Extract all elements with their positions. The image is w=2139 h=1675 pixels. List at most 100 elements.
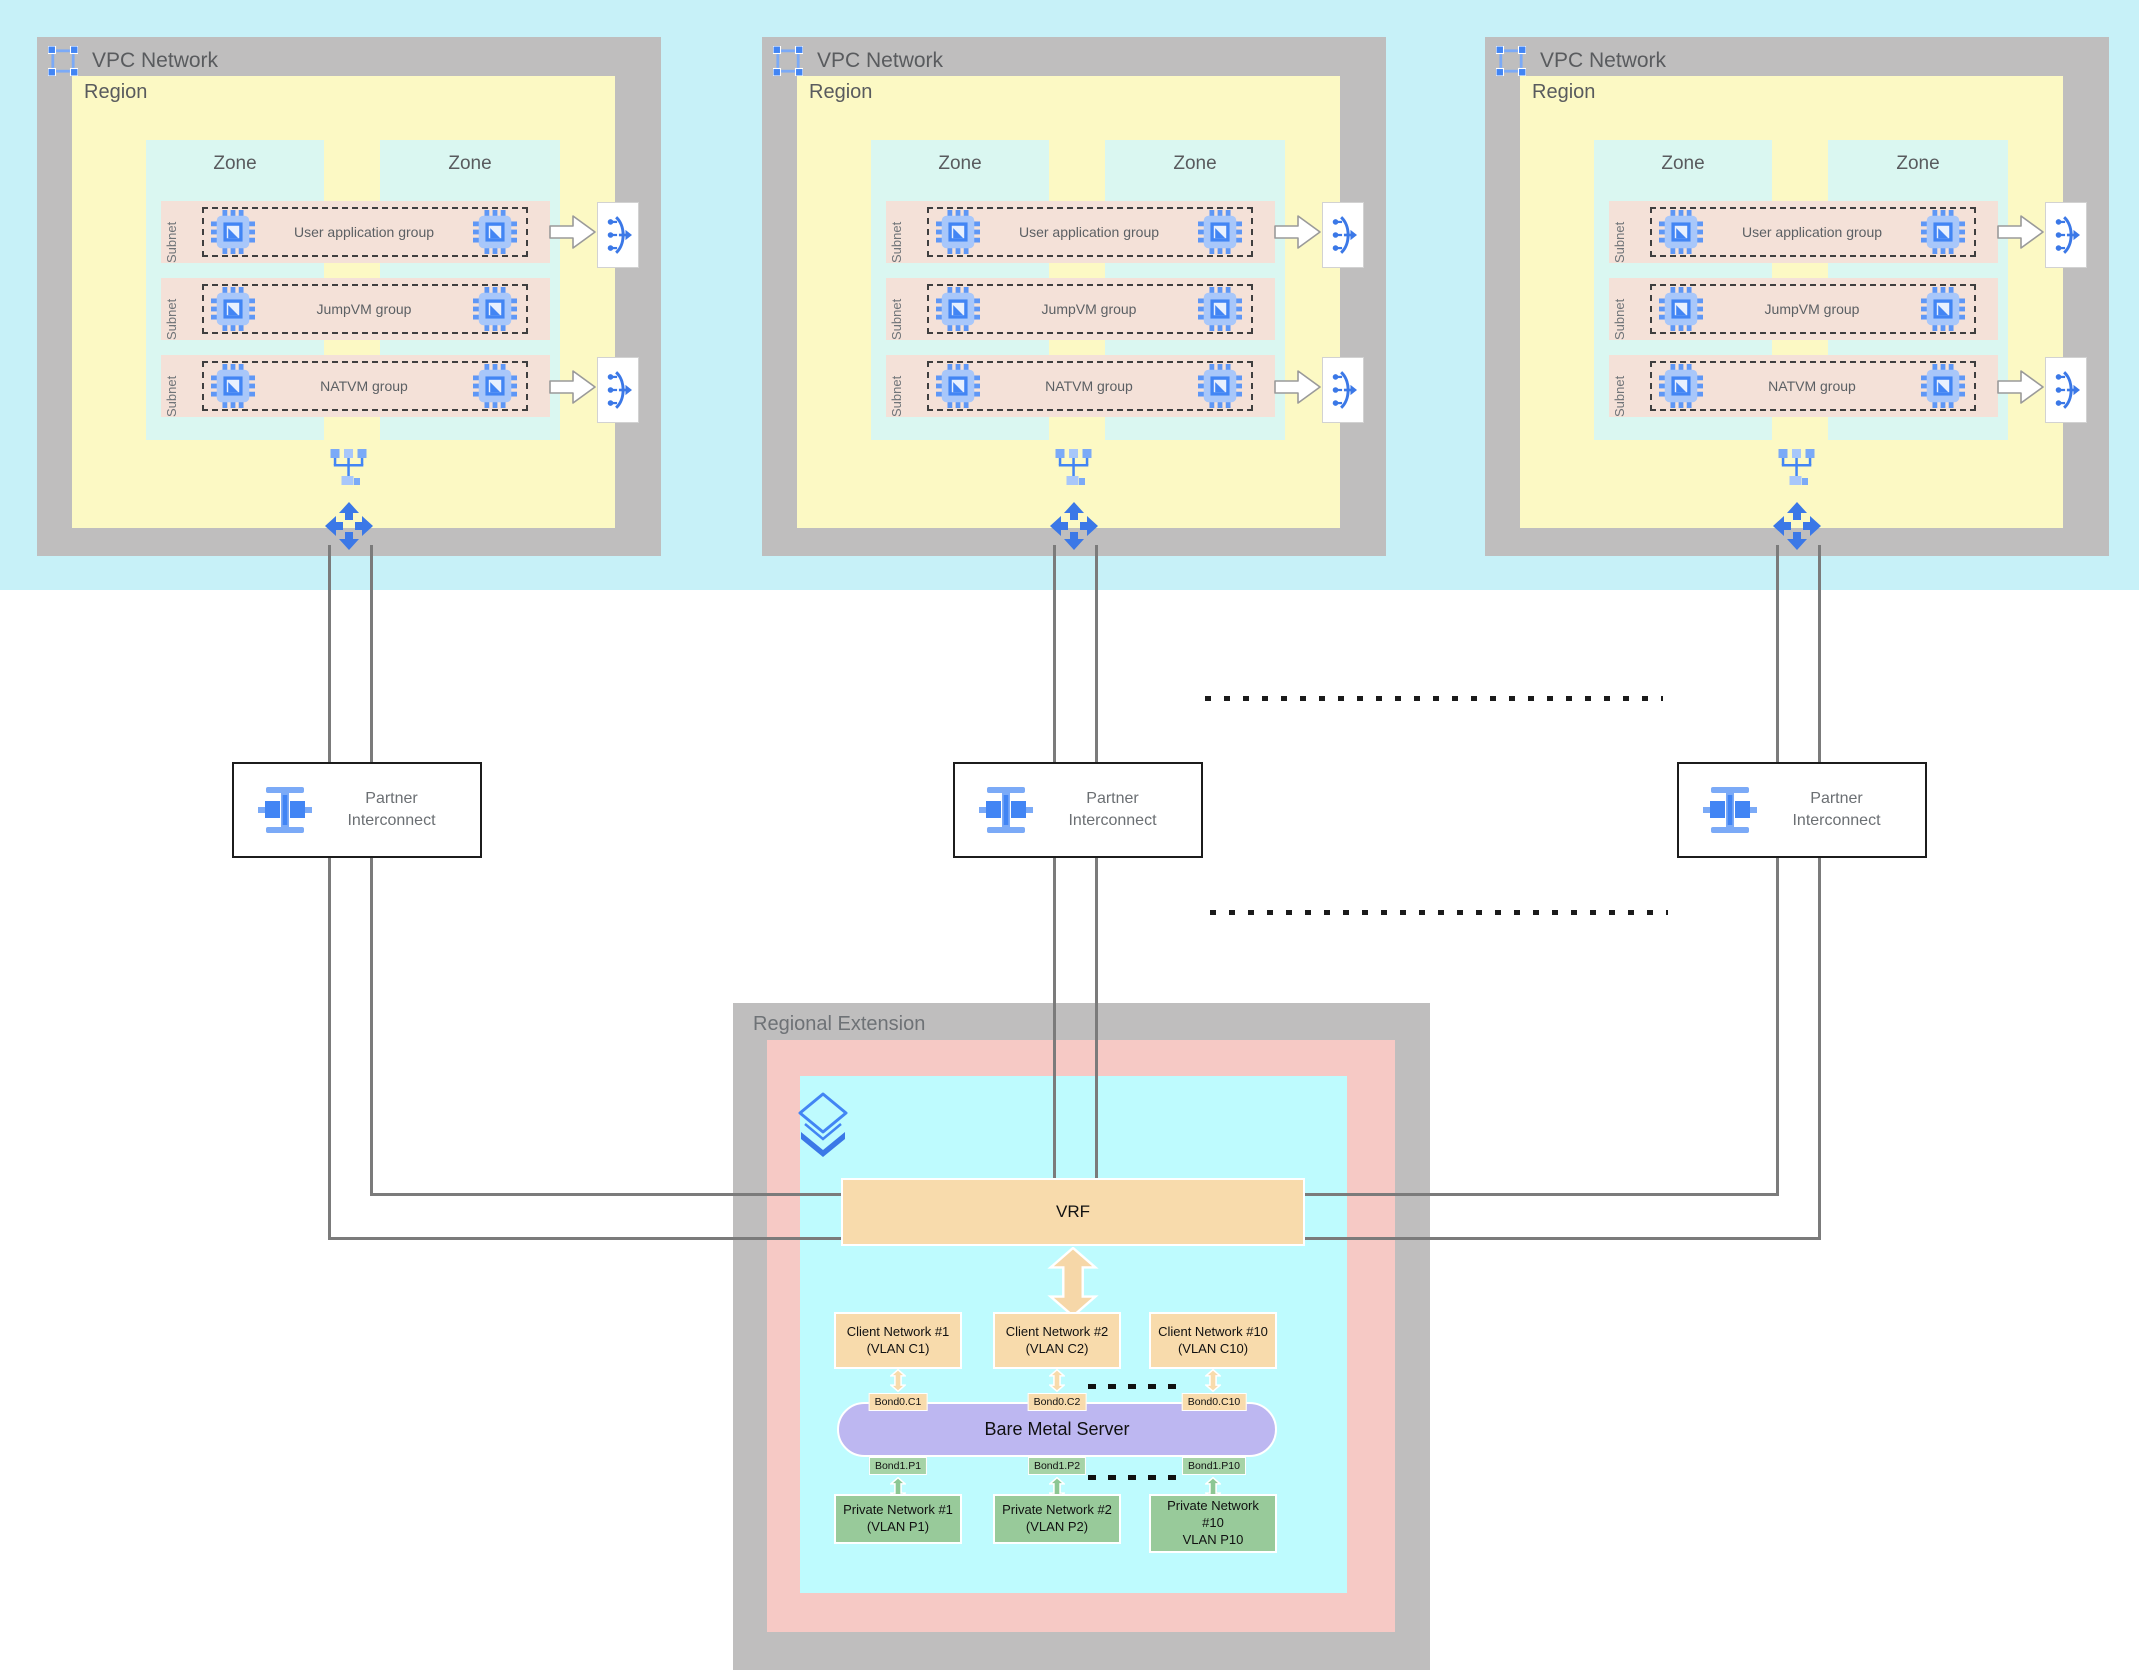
cloud-router-icon	[1778, 449, 1815, 491]
vm-instance-icon	[936, 364, 980, 408]
arrow-right-icon	[1274, 214, 1322, 250]
client-network-line2: (VLAN C10)	[1177, 1340, 1249, 1356]
bond-double-arrow-icon	[1205, 1368, 1221, 1393]
partner-interconnect-icon	[978, 787, 1034, 833]
zone-title: Zone	[1661, 153, 1705, 174]
load-balancer-box	[1322, 357, 1364, 423]
connector-line	[1776, 545, 1779, 762]
partner-interconnect-box-1: Partner Interconnect	[232, 762, 482, 858]
subnet-label: Subnet	[1612, 298, 1627, 340]
layers-icon	[798, 1092, 848, 1158]
vm-instance-icon	[473, 210, 517, 254]
subnet-row-user-app: Subnet User application group	[886, 201, 1275, 263]
subnet-label: Subnet	[164, 221, 179, 263]
client-network-1: Client Network #1 (VLAN C1)	[834, 1312, 962, 1369]
cloud-router-icon	[1055, 449, 1092, 491]
load-balancer-icon	[604, 213, 632, 257]
vrf-double-arrow-icon	[1047, 1247, 1099, 1317]
region-title: Region	[1532, 81, 1596, 103]
arrow-right-icon	[1997, 369, 2045, 405]
arrow-right-icon	[549, 369, 597, 405]
cloud-router-icon	[330, 449, 367, 491]
vm-instance-icon	[473, 287, 517, 331]
connector-line	[370, 1193, 841, 1196]
private-network-1: Private Network #1 (VLAN P1)	[834, 1494, 962, 1544]
partner-interconnect-label: Partner Interconnect	[1758, 788, 1925, 831]
vm-instance-icon	[473, 364, 517, 408]
subnet-row-user-app: Subnet User application group	[161, 201, 550, 263]
vpc-network-icon	[773, 46, 803, 76]
private-network-line2: (VLAN P1)	[866, 1519, 930, 1534]
instance-group-box: JumpVM group	[202, 284, 528, 334]
instance-group-label: NATVM group	[1045, 378, 1133, 394]
vpc-network-block-2: VPC Network Region Zone Zone Subnet User…	[762, 37, 1386, 556]
private-network-10: Private Network #10 VLAN P10	[1149, 1494, 1277, 1553]
load-balancer-icon	[2052, 213, 2080, 257]
subnet-label: Subnet	[1612, 221, 1627, 263]
vm-instance-icon	[1659, 364, 1703, 408]
bond1-tag-2: Bond1.P2	[1027, 1457, 1087, 1475]
connector-line	[328, 858, 331, 1240]
arrow-right-icon	[549, 214, 597, 250]
connector-line	[1053, 858, 1056, 1180]
partner-interconnect-label: Partner Interconnect	[313, 788, 480, 831]
vpc-network-title: VPC Network	[1540, 49, 1667, 72]
subnet-row-jumpvm: Subnet JumpVM group	[1609, 278, 1998, 340]
vm-instance-icon	[1921, 210, 1965, 254]
instance-group-box: User application group	[1650, 207, 1976, 257]
dotted-separator	[1205, 696, 1663, 701]
zone-title: Zone	[448, 153, 492, 174]
load-balancer-icon	[2052, 368, 2080, 412]
partner-interconnect-icon	[257, 787, 313, 833]
vrf-label: VRF	[1056, 1202, 1090, 1221]
connector-line	[1095, 545, 1098, 762]
vm-instance-icon	[211, 210, 255, 254]
dotted-separator	[1210, 910, 1668, 915]
load-balancer-icon	[604, 368, 632, 412]
instance-group-label: User application group	[1741, 224, 1883, 240]
connector-line	[1053, 545, 1056, 762]
client-network-line1: Client Network #2	[1005, 1323, 1109, 1339]
instance-group-box: NATVM group	[1650, 361, 1976, 411]
subnet-row-natvm: Subnet NATVM group	[1609, 355, 1998, 417]
vm-instance-icon	[1198, 287, 1242, 331]
vm-instance-icon	[1921, 364, 1965, 408]
vm-instance-icon	[211, 364, 255, 408]
subnet-row-jumpvm: Subnet JumpVM group	[886, 278, 1275, 340]
subnet-label: Subnet	[1612, 375, 1627, 417]
subnet-row-natvm: Subnet NATVM group	[161, 355, 550, 417]
load-balancer-box	[2045, 202, 2087, 268]
instance-group-label: JumpVM group	[1041, 301, 1137, 317]
bond1-tag-10: Bond1.P10	[1182, 1457, 1246, 1475]
bond0-tag-1: Bond0.C1	[868, 1393, 928, 1411]
vm-instance-icon	[1659, 287, 1703, 331]
pi-label-line2: Interconnect	[347, 812, 436, 829]
partner-interconnect-label: Partner Interconnect	[1034, 788, 1201, 831]
client-network-line2: (VLAN C1)	[866, 1340, 930, 1356]
vpc-header: VPC Network	[1496, 46, 1666, 76]
region-title: Region	[84, 81, 148, 103]
bond0-tag-2: Bond0.C2	[1027, 1393, 1087, 1411]
subnet-row-user-app: Subnet User application group	[1609, 201, 1998, 263]
arrow-right-icon	[1997, 214, 2045, 250]
connector-line	[1818, 545, 1821, 762]
bond-double-arrow-icon	[1049, 1368, 1065, 1393]
private-network-line1: Private Network #2	[1002, 1502, 1112, 1518]
network-routes-icon	[1772, 501, 1822, 551]
arrow-right-icon	[1274, 369, 1322, 405]
client-network-line2: (VLAN C2)	[1025, 1340, 1089, 1356]
load-balancer-box	[1322, 202, 1364, 268]
connector-line	[1818, 858, 1821, 1240]
client-network-line1: Client Network #10	[1158, 1323, 1268, 1339]
subnet-label: Subnet	[889, 221, 904, 263]
vpc-network-block-1: VPC Network Region Zone Zone Subnet User…	[37, 37, 661, 556]
vpc-network-icon	[48, 46, 78, 76]
bond1-tag-1: Bond1.P1	[868, 1457, 928, 1475]
vm-instance-icon	[1659, 210, 1703, 254]
instance-group-label: User application group	[1018, 224, 1160, 240]
partner-interconnect-box-2: Partner Interconnect	[953, 762, 1203, 858]
instance-group-label: NATVM group	[320, 378, 408, 394]
connector-line	[328, 545, 331, 762]
bare-metal-server-label: Bare Metal Server	[984, 1419, 1130, 1439]
load-balancer-box	[597, 357, 639, 423]
